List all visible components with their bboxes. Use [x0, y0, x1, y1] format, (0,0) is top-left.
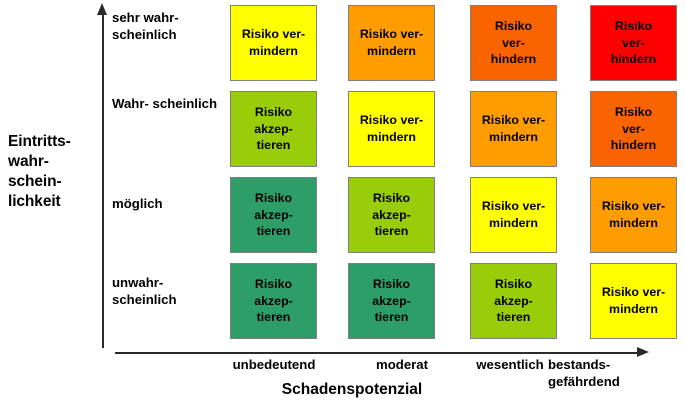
column-label-bestandsgefaehrdend: bestands- gefährdend	[548, 357, 620, 389]
matrix-cell[interactable]: Risiko ver- mindern	[590, 263, 677, 339]
column-label-moderat: moderat	[375, 357, 429, 372]
x-axis-title: Schadenspotenzial	[281, 381, 423, 398]
matrix-cell[interactable]: Risiko ver- mindern	[470, 91, 557, 167]
matrix-cell[interactable]: Risiko ver- mindern	[230, 5, 317, 81]
arrow-up-icon	[97, 3, 107, 15]
matrix-row: Risiko akzep- tieren Risiko akzep- tiere…	[230, 177, 677, 253]
matrix-cell[interactable]: Risiko ver- mindern	[348, 91, 435, 167]
matrix-cell[interactable]: Risiko ver- mindern	[348, 5, 435, 81]
column-label-unbedeutend: unbedeutend	[232, 357, 316, 372]
matrix-cell[interactable]: Risiko ver- hindern	[590, 5, 677, 81]
x-axis-line	[115, 352, 643, 354]
matrix-cell[interactable]: Risiko akzep- tieren	[348, 177, 435, 253]
matrix-cell[interactable]: Risiko ver- mindern	[590, 177, 677, 253]
matrix-row: Risiko akzep- tieren Risiko akzep- tiere…	[230, 263, 677, 339]
arrow-right-icon	[637, 346, 649, 357]
matrix-cell[interactable]: Risiko akzep- tieren	[230, 91, 317, 167]
row-label-moeglich: möglich	[112, 196, 163, 211]
matrix-row: Risiko ver- mindern Risiko ver- mindern …	[230, 5, 677, 81]
y-axis-line	[102, 14, 104, 348]
matrix-cell[interactable]: Risiko ver- hindern	[470, 5, 557, 81]
y-axis-title: Eintritts- wahr- schein- lichkeit	[8, 133, 71, 211]
row-label-unwahrscheinlich: unwahr- scheinlich	[112, 275, 177, 307]
row-label-sehr-wahrscheinlich: sehr wahr- scheinlich	[112, 10, 179, 42]
matrix-cell[interactable]: Risiko akzep- tieren	[348, 263, 435, 339]
matrix-row: Risiko akzep- tieren Risiko ver- mindern…	[230, 91, 677, 167]
matrix-cell[interactable]: Risiko akzep- tieren	[470, 263, 557, 339]
row-label-wahrscheinlich: Wahr- scheinlich	[112, 96, 218, 111]
matrix-cell[interactable]: Risiko ver- mindern	[470, 177, 557, 253]
matrix-cell[interactable]: Risiko akzep- tieren	[230, 263, 317, 339]
matrix-cell[interactable]: Risiko akzep- tieren	[230, 177, 317, 253]
column-label-wesentlich: wesentlich	[476, 357, 544, 372]
matrix-cell[interactable]: Risiko ver- hindern	[590, 91, 677, 167]
